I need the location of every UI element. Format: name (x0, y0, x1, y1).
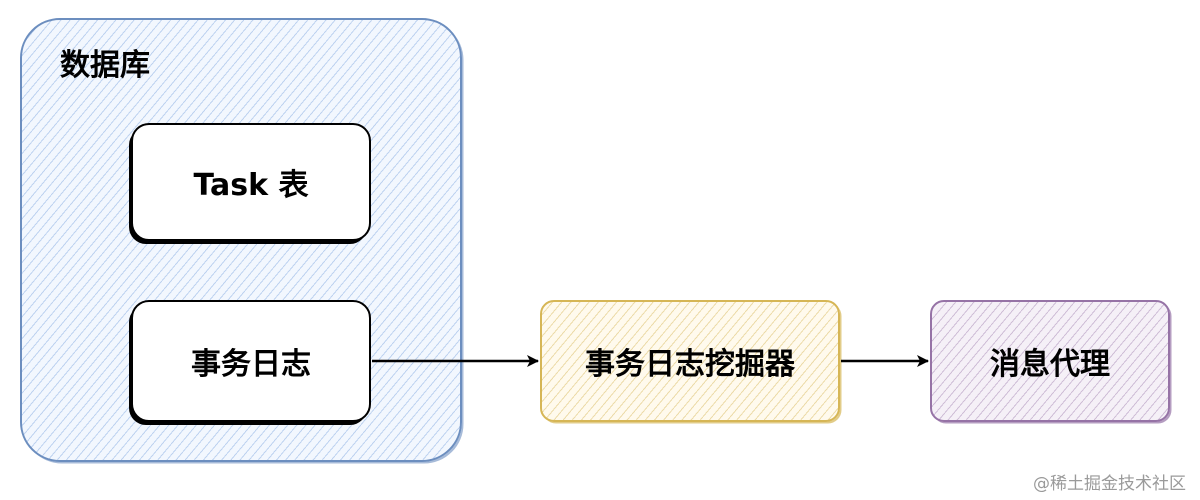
task-table-node: Task 表 (131, 123, 371, 241)
database-title: 数据库 (60, 48, 150, 83)
transaction-log-node: 事务日志 (131, 300, 371, 422)
message-broker-node: 消息代理 (930, 300, 1170, 422)
watermark: @稀土掘金技术社区 (1033, 474, 1186, 494)
log-miner-node: 事务日志挖掘器 (540, 300, 840, 422)
